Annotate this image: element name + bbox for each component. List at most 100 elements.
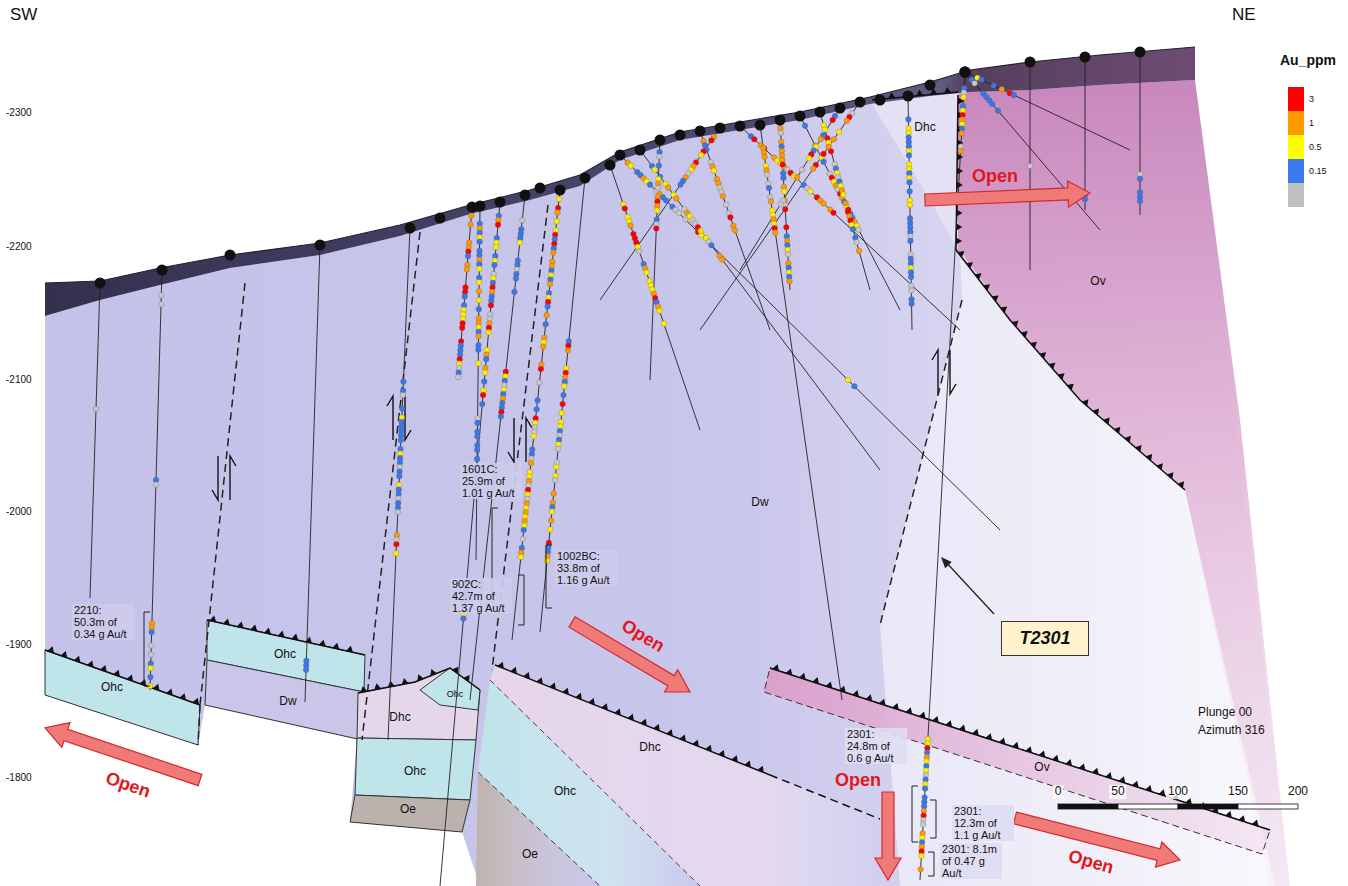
assay-dot bbox=[766, 185, 772, 191]
assay-dot bbox=[826, 144, 832, 150]
assay-dot bbox=[808, 188, 814, 194]
unit-contact bbox=[490, 680, 700, 886]
intercept-bracket bbox=[928, 852, 934, 876]
unit-label: Dhc bbox=[639, 741, 660, 755]
drill-hole bbox=[305, 245, 320, 702]
intercept-bracket bbox=[546, 545, 552, 608]
assay-dot bbox=[562, 383, 568, 389]
assay-dot bbox=[907, 180, 913, 186]
assay-dot bbox=[979, 77, 985, 83]
assay-dot bbox=[468, 222, 474, 228]
scale-label: 100 bbox=[1166, 785, 1190, 799]
axis-label: -2000 bbox=[6, 506, 32, 518]
assay-dot bbox=[654, 208, 660, 214]
fault-slip-arrow bbox=[212, 456, 236, 500]
assay-dot bbox=[149, 629, 155, 635]
assay-dot bbox=[959, 130, 965, 136]
assay-dot bbox=[764, 172, 770, 178]
axis-label: -2300 bbox=[6, 107, 32, 119]
drill-collar bbox=[580, 173, 591, 184]
assay-dot bbox=[958, 148, 964, 154]
drill-hole bbox=[740, 108, 840, 270]
assay-dot bbox=[547, 281, 553, 287]
assay-dot bbox=[476, 306, 482, 312]
assay-dot bbox=[548, 518, 554, 524]
assay-dot bbox=[552, 477, 558, 483]
unit-label: Dw bbox=[279, 695, 296, 709]
assay-dot bbox=[762, 154, 768, 160]
assay-dot bbox=[709, 242, 715, 248]
assay-dot bbox=[787, 278, 793, 284]
intercept-label: 2210: 50.3m of 0.34 g Au/t bbox=[72, 604, 134, 640]
drill-collar bbox=[225, 250, 236, 261]
assay-dot bbox=[544, 558, 550, 564]
open-label: Open bbox=[103, 768, 153, 802]
drill-collar bbox=[605, 160, 616, 171]
drill-hole bbox=[965, 72, 1130, 150]
thrust-teeth bbox=[772, 664, 1258, 826]
unit-label: Ohc bbox=[404, 765, 426, 779]
legend-swatch bbox=[1288, 159, 1304, 183]
assay-dot bbox=[551, 250, 557, 256]
legend-title: Au_ppm bbox=[1280, 52, 1336, 68]
assay-dot bbox=[462, 294, 468, 300]
assay-dot bbox=[512, 289, 518, 295]
intercept-bracket bbox=[144, 612, 150, 686]
assay-dot bbox=[806, 155, 812, 161]
oe-block bbox=[476, 772, 600, 886]
view-note: Azimuth 316 bbox=[1198, 724, 1265, 738]
assay-dot bbox=[148, 643, 154, 649]
assay-dot bbox=[836, 129, 842, 135]
assay-dot bbox=[845, 377, 851, 383]
assay-dot bbox=[768, 199, 774, 205]
assay-dot bbox=[802, 123, 808, 129]
assay-dot bbox=[909, 301, 915, 307]
assay-dot bbox=[397, 473, 403, 479]
assay-dot bbox=[521, 527, 527, 533]
legend-swatch bbox=[1288, 87, 1304, 111]
drill-collar bbox=[925, 80, 936, 91]
assay-dot bbox=[856, 227, 862, 233]
legend-value: 0.5 bbox=[1309, 142, 1322, 152]
assay-dot bbox=[148, 665, 154, 671]
assay-dot bbox=[303, 667, 309, 673]
thrust-teeth-line bbox=[45, 650, 200, 705]
assay-dot bbox=[474, 456, 480, 462]
oe-block bbox=[350, 795, 470, 832]
assay-dot bbox=[1137, 176, 1143, 182]
assay-dot bbox=[482, 370, 488, 376]
drill-collar bbox=[655, 135, 666, 146]
assay-dot bbox=[551, 491, 557, 497]
assay-dot bbox=[559, 410, 565, 416]
drill-collar bbox=[475, 201, 486, 212]
assay-dot bbox=[1027, 163, 1033, 169]
assay-dot bbox=[464, 267, 470, 273]
drill-collar bbox=[615, 150, 626, 161]
assay-dot bbox=[1011, 92, 1017, 98]
assay-dot bbox=[907, 189, 913, 195]
scale-bar bbox=[1118, 804, 1178, 809]
assay-dot bbox=[531, 433, 537, 439]
open-arrow bbox=[875, 792, 901, 880]
assay-dot bbox=[856, 248, 862, 254]
drill-collar bbox=[315, 240, 326, 251]
intercept-label: 2301: 8.1m of 0.47 g Au/t bbox=[940, 843, 1002, 879]
drill-hole bbox=[388, 228, 410, 740]
assay-dot bbox=[622, 206, 628, 212]
assay-dot bbox=[476, 266, 482, 272]
assay-dot bbox=[821, 159, 827, 165]
drill-collar bbox=[715, 123, 726, 134]
dw-region bbox=[45, 80, 1290, 886]
drill-hole bbox=[90, 283, 100, 598]
assay-dot bbox=[534, 407, 540, 413]
surface-line bbox=[45, 47, 1195, 283]
assay-dot bbox=[908, 238, 914, 244]
assay-dot bbox=[698, 152, 704, 158]
direction-label: NE bbox=[1232, 5, 1256, 25]
assay-dot bbox=[909, 288, 915, 294]
assay-dot bbox=[663, 198, 669, 204]
assay-dot bbox=[665, 185, 671, 191]
assay-dot bbox=[785, 251, 791, 257]
assay-dot bbox=[674, 196, 680, 202]
